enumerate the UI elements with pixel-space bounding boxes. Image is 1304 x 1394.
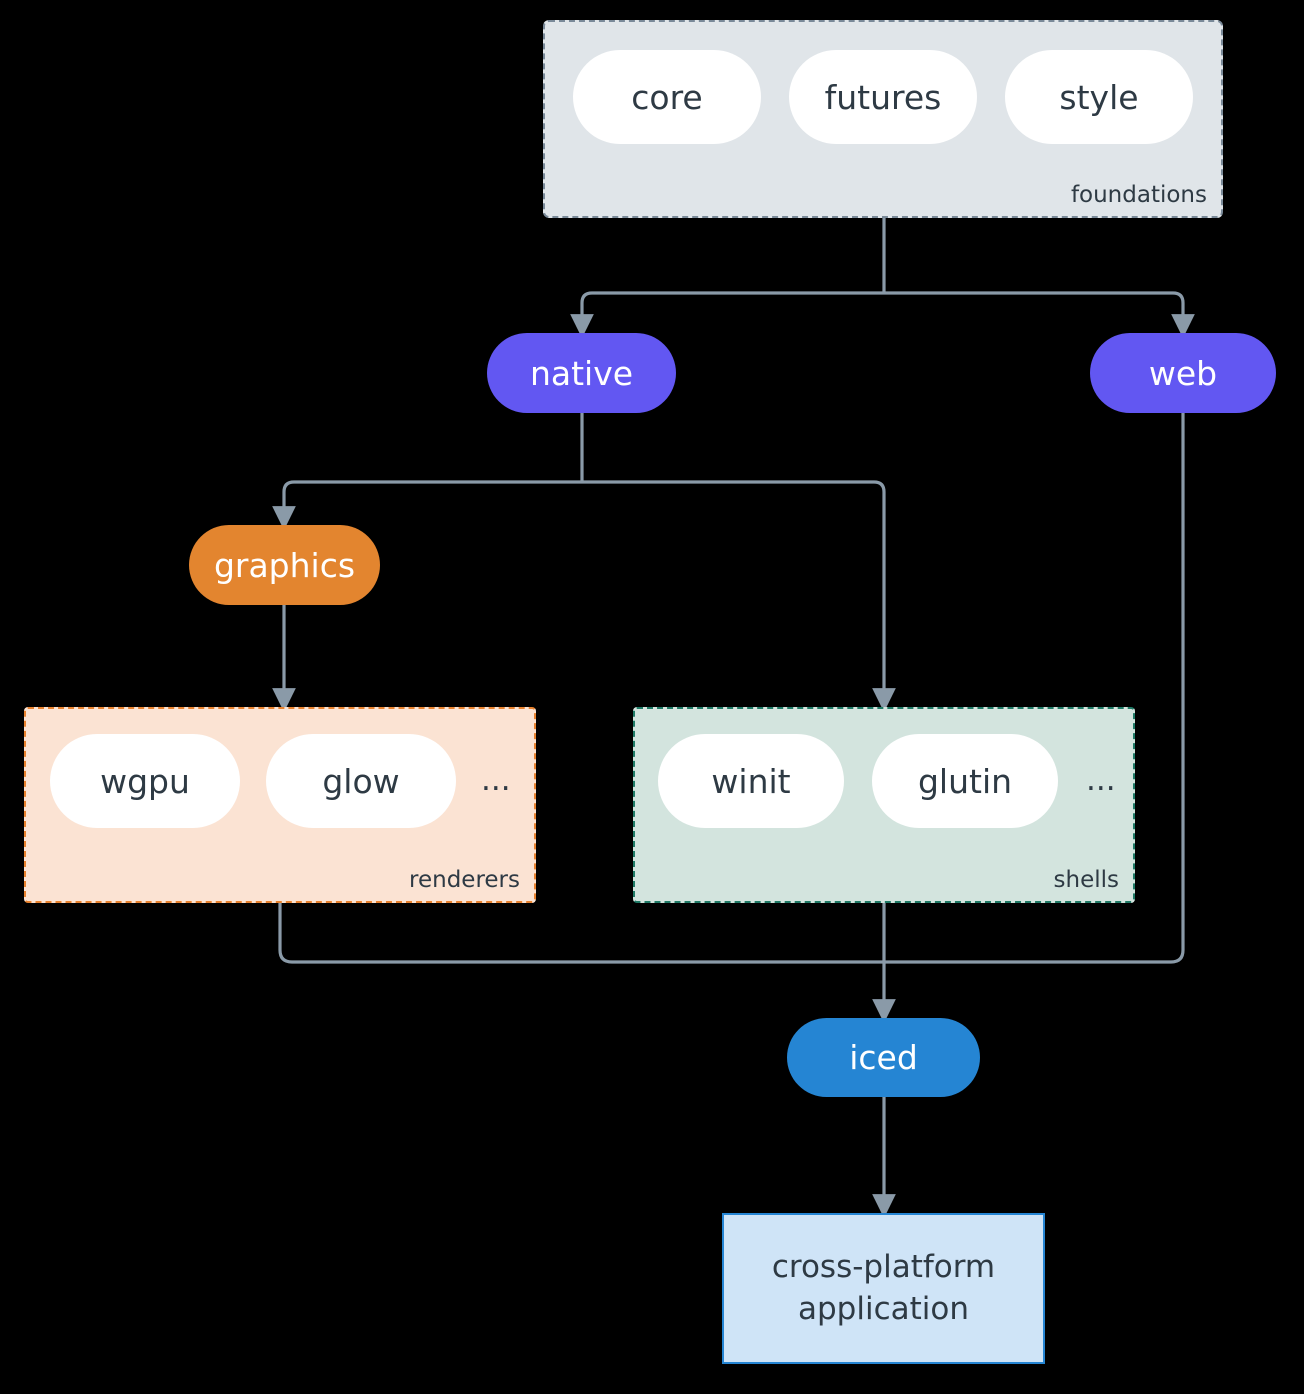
node-application-label-line1: cross-platform [771,1249,996,1286]
node-style-label: style [1059,77,1139,117]
node-native[interactable]: native [487,333,676,413]
cluster-foundations-label: foundations [1070,182,1207,208]
node-winit-label: winit [711,761,791,801]
node-wgpu-label: wgpu [100,761,190,801]
node-native-label: native [529,353,634,393]
shells-overflow-ellipsis: ... [1086,762,1116,798]
node-core-label: core [631,77,703,117]
node-iced-label: iced [849,1038,918,1077]
node-futures-label: futures [824,77,942,117]
node-graphics-label: graphics [213,545,356,585]
node-style[interactable]: style [1005,50,1193,144]
node-glow-label: glow [322,761,400,801]
node-web-label: web [1148,353,1218,393]
node-glutin[interactable]: glutin [872,734,1058,828]
node-web[interactable]: web [1090,333,1276,413]
edge-native-graphics [272,480,582,531]
edge-foundations-native [570,291,884,339]
renderers-overflow-ellipsis: ... [481,762,511,798]
node-iced[interactable]: iced [787,1018,980,1097]
node-futures[interactable]: futures [789,50,977,144]
node-wgpu[interactable]: wgpu [50,734,240,828]
node-core[interactable]: core [573,50,761,144]
edge-foundations-web [884,291,1195,339]
node-winit[interactable]: winit [658,734,844,828]
node-graphics[interactable]: graphics [189,525,380,605]
cluster-renderers-label: renderers [409,867,520,893]
node-cross-platform-application[interactable]: cross-platform application [722,1213,1045,1364]
cluster-shells-label: shells [1053,867,1119,893]
node-glow[interactable]: glow [266,734,456,828]
node-glutin-label: glutin [917,761,1013,801]
edge-native-shells [582,480,896,713]
node-application-label-line2: application [798,1290,969,1327]
edge-renderers-iced [278,903,884,964]
